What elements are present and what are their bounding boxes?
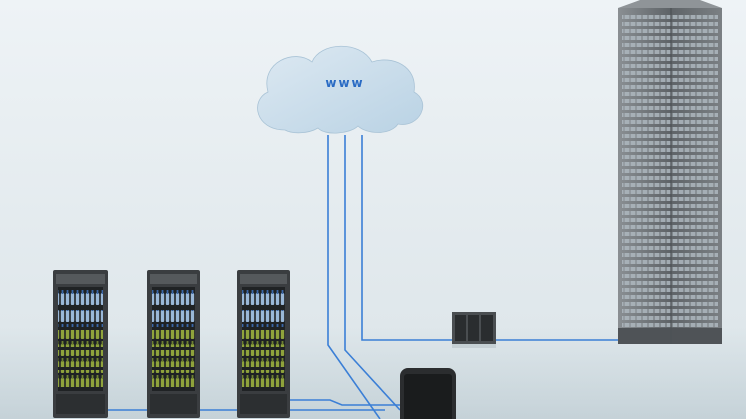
office-tower: [618, 0, 722, 344]
vending-fridge: [53, 270, 108, 418]
vending-fridge: [237, 270, 290, 418]
vending-fridge: [147, 270, 200, 418]
cloud-link-2: [344, 135, 401, 411]
cloud-link-1: [327, 135, 381, 419]
fridge-to-phone-link: [290, 399, 400, 406]
smartphone: [400, 368, 456, 419]
cloud-link-3: [361, 135, 452, 341]
cloud-label: www: [325, 76, 365, 90]
server-rack: [452, 312, 496, 348]
network-connections: [108, 135, 620, 419]
cloud-icon: [257, 45, 424, 134]
